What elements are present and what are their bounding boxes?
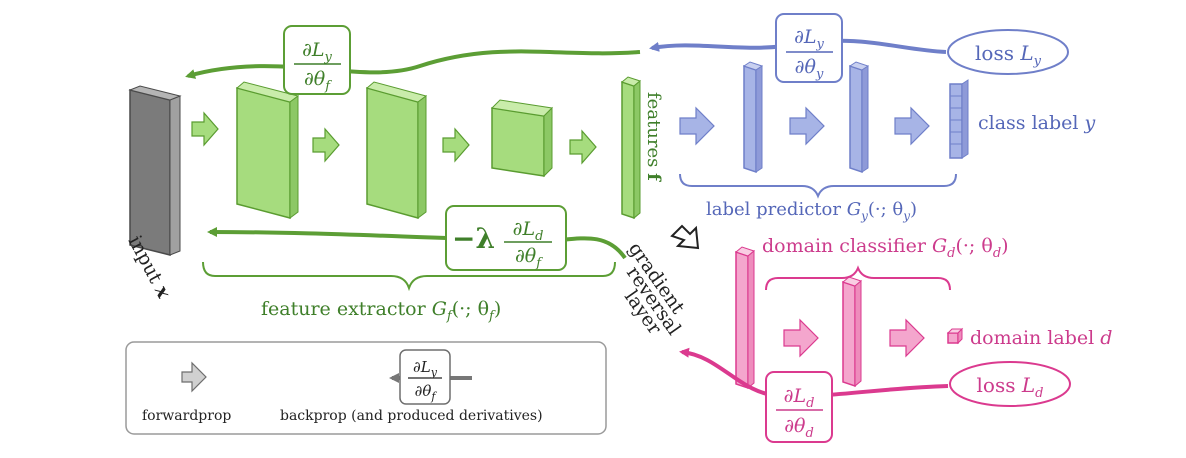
svg-text:∂θf: ∂θf — [515, 245, 543, 271]
label-predictor-label: label predictor Gy(·; θy) — [706, 199, 917, 223]
svg-text:loss Ld: loss Ld — [977, 373, 1044, 401]
svg-text:∂θy: ∂θy — [795, 56, 824, 82]
label-predictor-layer-2 — [848, 61, 870, 174]
loss-y-node: loss Ly — [947, 29, 1069, 75]
domain-classifier-label: domain classifier Gd(·; θd) — [762, 235, 1009, 261]
domain-label-text: domain label d — [970, 327, 1112, 349]
forward-arrow-pink — [889, 318, 925, 358]
svg-text:∂θf: ∂θf — [304, 68, 332, 94]
svg-text:∂θf: ∂θf — [415, 382, 438, 403]
legend-forwardprop-label: forwardprop — [142, 408, 231, 424]
svg-text:∂Ld: ∂Ld — [513, 218, 544, 244]
svg-text:loss Ly: loss Ly — [975, 41, 1042, 69]
features-label: features f — [643, 92, 664, 182]
forward-arrow-green — [442, 127, 470, 163]
backprop-arrow-green-top — [185, 49, 641, 79]
domain-label-output — [946, 327, 964, 345]
domain-classifier-layer-2 — [841, 276, 863, 388]
svg-text:∂Ly: ∂Ly — [794, 26, 824, 52]
feature-extractor-brace — [202, 261, 616, 292]
derivative-neg-lambda-dLd-dthetaf: −λ ∂Ld ∂θf — [445, 205, 567, 271]
domain-classifier-brace — [765, 265, 951, 291]
forward-arrow-green — [569, 129, 597, 165]
label-predictor-layer-1 — [742, 61, 764, 174]
svg-text:∂θd: ∂θd — [784, 415, 814, 441]
input-layer — [128, 85, 182, 256]
class-label-output — [949, 79, 969, 159]
svg-text:∂Ld: ∂Ld — [784, 385, 815, 411]
conv-block-3 — [490, 99, 554, 178]
loss-d-node: loss Ld — [949, 361, 1071, 407]
legend-box: forwardprop ∂Ly ∂θf backprop (and produc… — [125, 341, 607, 435]
label-predictor-brace — [679, 173, 957, 199]
forward-arrow-pink — [783, 318, 819, 358]
svg-text:∂Ly: ∂Ly — [302, 39, 332, 65]
domain-classifier-layer-1 — [734, 246, 756, 390]
forward-arrow-green — [191, 111, 219, 147]
class-label-text: class label y — [978, 112, 1096, 134]
svg-text:∂Ly: ∂Ly — [413, 358, 438, 379]
legend-forward-arrow — [181, 361, 207, 393]
forward-arrow-blue — [789, 106, 825, 146]
svg-text:−λ: −λ — [452, 222, 495, 255]
feature-extractor-label: feature extractor Gf(·; θf) — [261, 298, 501, 324]
conv-block-2 — [365, 81, 428, 219]
forward-arrow-blue — [894, 106, 930, 146]
derivative-dLy-dthetaf: ∂Ly ∂θf — [283, 25, 351, 95]
legend-backprop-label: backprop (and produced derivatives) — [280, 408, 543, 424]
derivative-dLd-dthetad: ∂Ld ∂θd — [765, 371, 833, 443]
forward-arrow-green — [312, 127, 340, 163]
conv-block-1 — [235, 81, 300, 219]
features-layer — [620, 76, 642, 220]
derivative-dLy-dthetay: ∂Ly ∂θy — [775, 13, 843, 83]
forward-arrow-blue — [679, 106, 715, 146]
gradient-reversal-arrow — [670, 224, 700, 250]
